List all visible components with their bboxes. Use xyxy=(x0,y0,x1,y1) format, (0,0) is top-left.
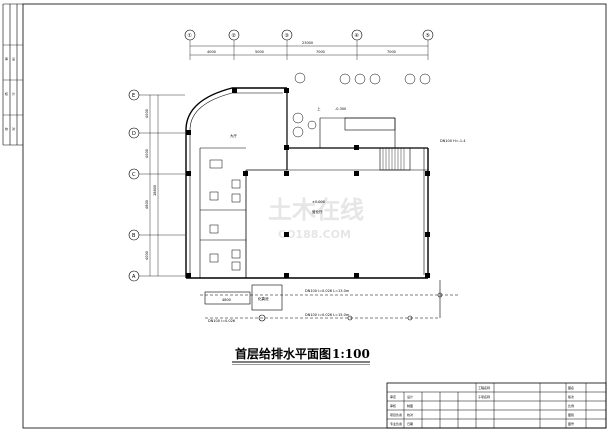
room-main-label: 营业厅 xyxy=(312,209,323,214)
top-dim-3: 7000 xyxy=(316,50,325,54)
axis-3: ③ xyxy=(285,33,289,39)
pipe-label-1: DN100 i=0.026 L=13.0m xyxy=(305,289,350,293)
building-walls xyxy=(185,87,429,279)
strip-text-1: 审 xyxy=(5,56,8,61)
axis-e: E xyxy=(132,93,135,99)
strip-text-4: 计 xyxy=(12,91,15,96)
tb-cell-18: 专业负责 xyxy=(390,421,402,426)
drawing-title: 首层给排水平面图 1:100 xyxy=(232,346,370,365)
left-dim-2: 4000 xyxy=(145,149,149,158)
left-dim-4: 4000 xyxy=(145,251,149,260)
left-dim-3: 4800 xyxy=(145,200,149,209)
axis-1: ① xyxy=(188,33,193,39)
tb-cell-19: 日期 xyxy=(407,421,413,426)
stair-note: 上 xyxy=(317,106,321,111)
box-label: 化粪池 xyxy=(258,296,269,301)
top-dim-2: 5000 xyxy=(255,50,264,54)
tb-cell-4: 图名 xyxy=(568,385,574,390)
tb-cell-8: 子项名称 xyxy=(478,394,490,399)
top-axis-markers: ① ② ③ ④ ⑤ 23000 4000 5000 7000 7000 xyxy=(184,29,434,60)
level-stair: -0.300 xyxy=(335,107,346,111)
outlet-label: DN100 H=-1.4 xyxy=(440,139,466,143)
stair-treads xyxy=(382,148,405,170)
tb-cell-7: 制图 xyxy=(407,403,413,408)
left-dim-1: 4000 xyxy=(145,109,149,118)
tb-cell-13: 校对 xyxy=(407,412,413,417)
tb-cell-10: 比例 xyxy=(568,403,574,408)
top-dim-1: 4000 xyxy=(207,50,216,54)
pipe-label-3: DN100 i=0.026 xyxy=(208,319,235,323)
left-total-dim: 18800 xyxy=(153,185,157,196)
level-center: ±0.000 xyxy=(312,200,325,204)
drawing-frame xyxy=(22,3,607,429)
tb-cell-6: 审核 xyxy=(390,403,396,408)
axis-4: ④ xyxy=(355,33,360,39)
tb-cell-23: 图号 xyxy=(568,421,574,426)
drawing-title-text: 首层给排水平面图 xyxy=(235,346,331,361)
axis-d: D xyxy=(132,131,136,137)
tb-cell-5: 版次 xyxy=(568,394,574,399)
watermark-brand: 土木在线 xyxy=(268,196,364,224)
axis-a: A xyxy=(132,274,136,280)
tb-cell-11: 图别 xyxy=(568,412,574,417)
strip-text-3: 设 xyxy=(12,56,15,61)
drainage-pipes xyxy=(200,280,460,322)
watermark: 土木在线 CO188.COM xyxy=(268,196,364,241)
title-block-text: 审定 设计 工程名称 图名 版次 审核 制图 子项名称 比例 图别 项目负责 校… xyxy=(390,385,574,426)
landscape-trees xyxy=(292,72,431,138)
watermark-url: CO188.COM xyxy=(278,228,351,241)
top-dim-4: 7000 xyxy=(387,50,396,54)
axis-c: C xyxy=(132,172,136,178)
tb-cell-0: 审定 xyxy=(390,394,396,399)
title-block xyxy=(386,382,607,429)
sanitary-fixtures xyxy=(209,159,241,271)
drawing-scale: 1:100 xyxy=(332,347,370,361)
left-axis-markers: E D C B A 4000 4000 4800 4000 18800 xyxy=(128,89,185,282)
room-upper-label: 大厅 xyxy=(230,133,237,138)
left-binding-strip: 审 核 设 计 校 对 xyxy=(2,3,23,146)
tb-cell-2: 工程名称 xyxy=(478,385,490,390)
tank-dim: 4800 xyxy=(222,298,231,302)
strip-text-6: 对 xyxy=(12,126,15,131)
strip-text-5: 校 xyxy=(5,126,8,131)
pipe-label-2: DN100 i=0.026 L=15.0m xyxy=(305,313,350,317)
axis-5: ⑤ xyxy=(426,33,430,39)
axis-b: B xyxy=(132,233,136,239)
tb-cell-12: 项目负责 xyxy=(390,412,402,417)
plan-labels: 大厅 营业厅 ±0.000 -0.300 上 DN100 H=-1.4 DN10… xyxy=(208,106,466,323)
structural-columns xyxy=(186,88,430,278)
axis-2: ② xyxy=(232,33,237,39)
strip-text-2: 核 xyxy=(5,91,8,96)
top-total-dim: 23000 xyxy=(302,41,313,45)
tb-cell-1: 设计 xyxy=(407,394,413,399)
